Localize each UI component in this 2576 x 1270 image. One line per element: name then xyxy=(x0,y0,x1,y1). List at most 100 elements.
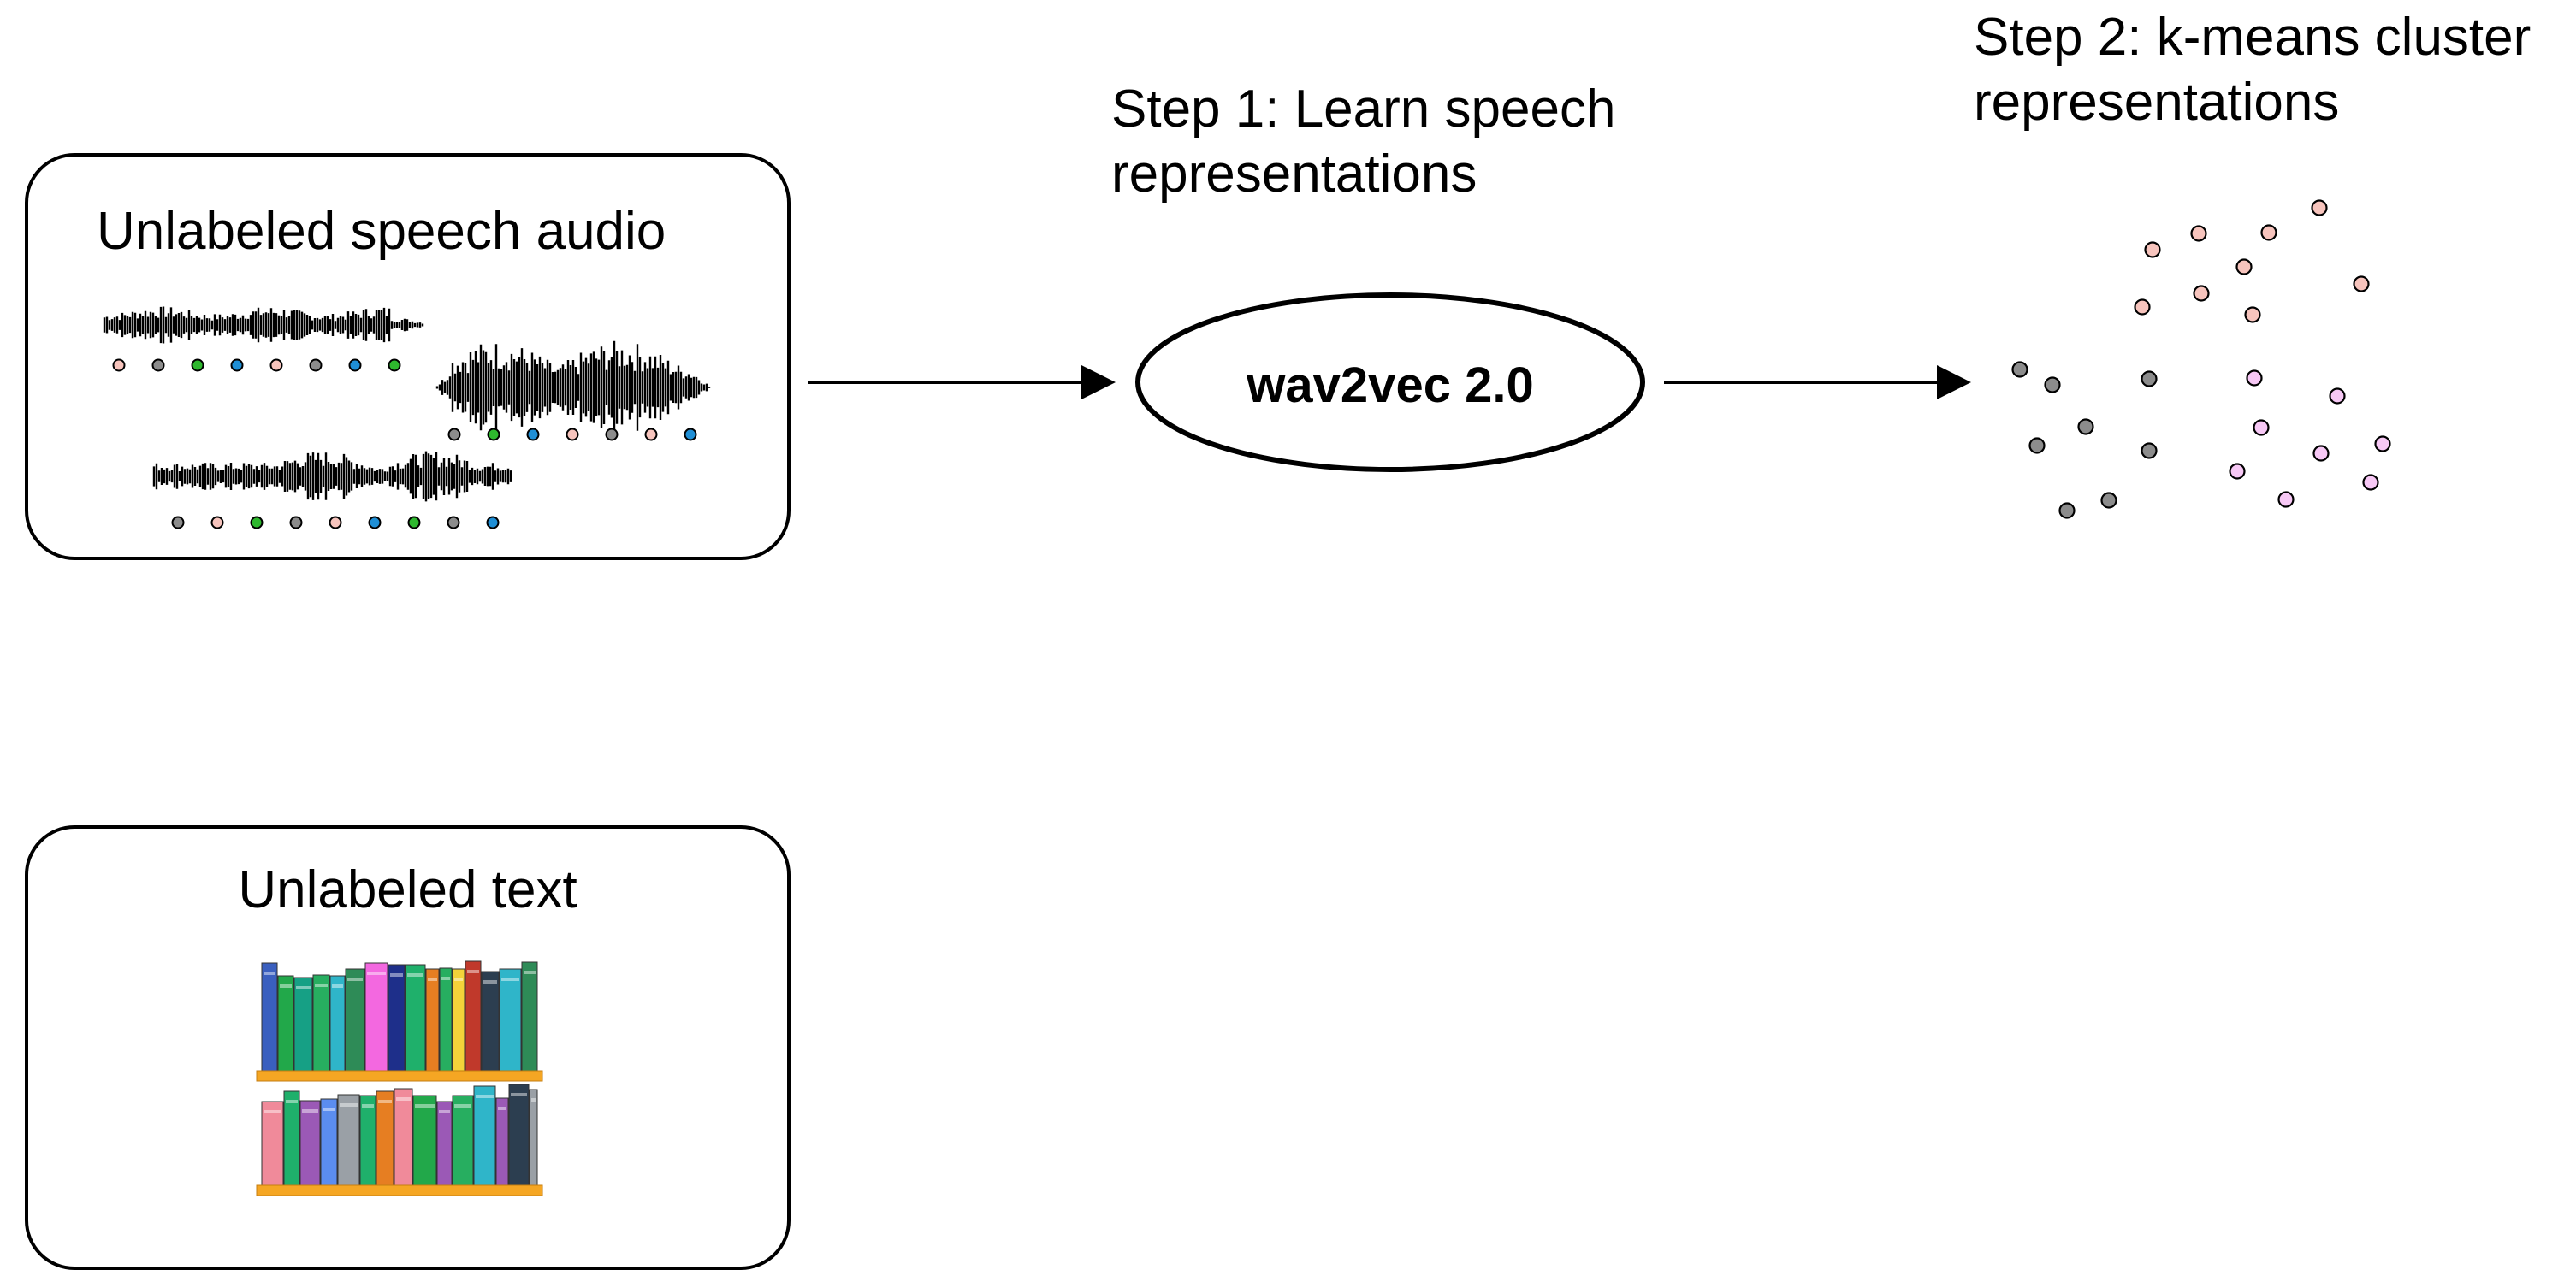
book-band xyxy=(467,970,479,973)
book xyxy=(473,1085,496,1186)
token-dot xyxy=(526,428,540,441)
token-dot xyxy=(112,358,126,372)
cluster-point xyxy=(2044,376,2061,393)
cluster-point xyxy=(2011,361,2028,378)
book-band xyxy=(302,1109,318,1113)
book xyxy=(508,1084,530,1186)
waveform xyxy=(435,340,711,434)
book-band xyxy=(531,1098,536,1102)
book xyxy=(277,975,294,1072)
book xyxy=(425,968,440,1072)
cluster-point xyxy=(2312,445,2330,462)
diagram-canvas: wav2vec 2.0 xyxy=(103,199,2391,1196)
cluster-point xyxy=(2141,442,2158,459)
token-dot xyxy=(605,428,619,441)
book-band xyxy=(441,977,450,980)
token-dot xyxy=(191,358,204,372)
book-band xyxy=(347,978,363,981)
book-band xyxy=(501,978,519,981)
book xyxy=(394,1088,413,1186)
book xyxy=(452,1095,474,1186)
cluster-point xyxy=(2235,258,2253,275)
cluster-point xyxy=(2311,199,2328,216)
book-band xyxy=(332,984,343,988)
book xyxy=(261,962,278,1072)
book-band xyxy=(362,1104,374,1108)
book-band xyxy=(315,984,328,987)
cluster-point xyxy=(2100,492,2117,509)
cluster-points xyxy=(2011,199,2391,519)
cluster-point xyxy=(2329,387,2346,405)
cluster-point xyxy=(2141,370,2158,387)
book xyxy=(481,971,500,1072)
book-band xyxy=(264,972,275,975)
token-dot xyxy=(269,358,283,372)
cluster-point xyxy=(2028,437,2046,454)
book-band xyxy=(407,973,423,977)
book-band xyxy=(439,1110,450,1113)
token-dot xyxy=(684,428,697,441)
book xyxy=(521,961,538,1072)
token-dot xyxy=(329,516,342,529)
cluster-point xyxy=(2077,418,2094,435)
cluster-point xyxy=(2362,474,2379,491)
book xyxy=(529,1089,538,1186)
waveform xyxy=(152,451,512,502)
waveform xyxy=(103,306,424,344)
book-band xyxy=(296,986,311,989)
book xyxy=(439,967,453,1072)
cluster-point xyxy=(2244,306,2261,323)
cluster-point xyxy=(2190,225,2207,242)
book xyxy=(405,964,426,1072)
book-band xyxy=(483,980,497,984)
cluster-point xyxy=(2260,224,2277,241)
book xyxy=(283,1090,300,1186)
cluster-point xyxy=(2058,502,2076,519)
token-dot xyxy=(566,428,579,441)
wav2vec-model-node xyxy=(1135,292,1645,472)
token-dot xyxy=(309,358,323,372)
book-band xyxy=(367,972,386,975)
book xyxy=(412,1095,437,1186)
cluster-point xyxy=(2193,285,2210,302)
token-dot xyxy=(230,358,244,372)
book-band xyxy=(378,1100,392,1103)
step2-line2: representations xyxy=(1974,73,2340,132)
token-dot xyxy=(486,516,500,529)
book-band xyxy=(524,971,536,974)
step1-line1: Step 1: Learn speech xyxy=(1111,80,1616,139)
book xyxy=(388,964,406,1072)
step1-label: Step 1: Learn speech representations xyxy=(1111,77,1615,207)
step1-line2: representations xyxy=(1111,145,1477,204)
book xyxy=(499,968,522,1072)
book-band xyxy=(323,1108,335,1111)
frame-token-dots xyxy=(112,358,697,529)
book xyxy=(495,1097,509,1186)
book-band xyxy=(454,978,463,981)
book-band xyxy=(511,1093,527,1096)
token-dot xyxy=(407,516,421,529)
book xyxy=(312,974,330,1072)
book-band xyxy=(264,1110,281,1113)
cluster-point xyxy=(2277,491,2295,508)
cluster-point xyxy=(2229,463,2246,480)
book xyxy=(436,1101,453,1186)
book-band xyxy=(454,1104,471,1108)
token-dot xyxy=(368,516,382,529)
book-band xyxy=(476,1095,494,1098)
token-dot xyxy=(171,516,185,529)
cluster-point xyxy=(2353,275,2370,292)
cluster-point xyxy=(2253,419,2270,436)
book-band xyxy=(396,1097,411,1101)
unlabeled-speech-audio-box: Unlabeled speech audio xyxy=(25,153,791,560)
step2-label: Step 2: k-means cluster representations xyxy=(1974,5,2531,135)
book-band xyxy=(390,973,403,977)
cluster-point xyxy=(2144,241,2161,258)
book-band xyxy=(428,978,437,981)
speech-box-title: Unlabeled speech audio xyxy=(97,202,666,261)
token-dot xyxy=(348,358,362,372)
book xyxy=(293,977,313,1072)
token-dot xyxy=(151,358,165,372)
token-dot xyxy=(447,516,460,529)
book xyxy=(345,968,365,1072)
